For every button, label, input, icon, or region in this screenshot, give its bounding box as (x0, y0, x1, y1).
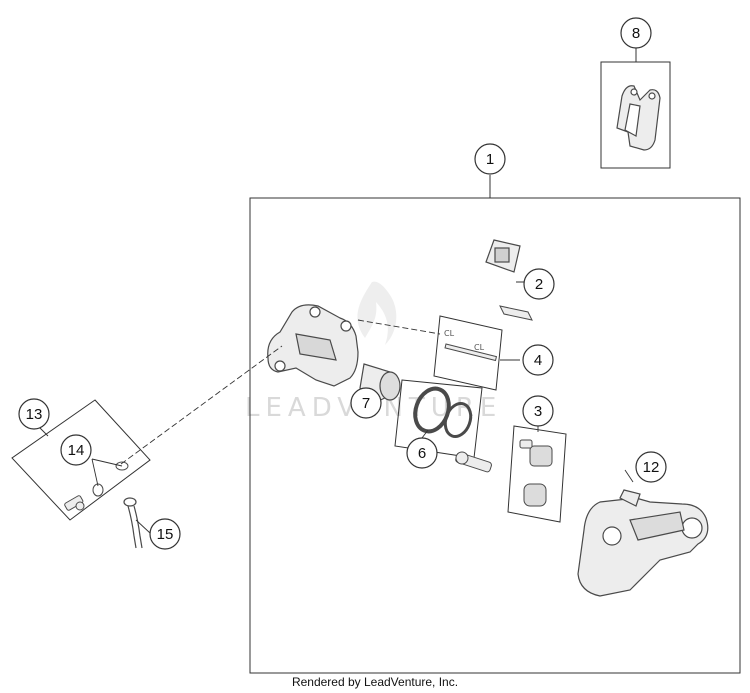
pad-spring-part (499, 305, 533, 321)
callout-3: 3 (522, 395, 554, 427)
rendered-by-footer: Rendered by LeadVenture, Inc. (292, 675, 458, 689)
callout-6: 6 (406, 437, 438, 469)
svg-text:CL: CL (444, 329, 455, 338)
svg-text:15: 15 (157, 526, 174, 543)
brake-pad-part (485, 239, 521, 273)
svg-text:2: 2 (535, 276, 543, 293)
callout-12: 12 (635, 451, 667, 483)
callout-15: 15 (149, 518, 181, 550)
hose-part (123, 497, 143, 549)
svg-text:7: 7 (362, 395, 370, 412)
kit-frame-13 (11, 399, 151, 521)
callout-1: 1 (474, 143, 506, 175)
kit-frame-4 (433, 315, 503, 391)
svg-text:12: 12 (643, 459, 660, 476)
svg-text:14: 14 (68, 442, 85, 459)
brake-caliper-part (267, 304, 359, 387)
callout-8: 8 (620, 17, 652, 49)
callout-13: 13 (18, 398, 50, 430)
bleeder-part (519, 439, 553, 507)
svg-text:3: 3 (534, 403, 542, 420)
slide-pin-part (455, 451, 492, 473)
watermark-logo (357, 281, 397, 345)
pad-bracket-part (616, 85, 661, 151)
svg-text:8: 8 (632, 25, 640, 42)
callout-14: 14 (60, 434, 92, 466)
caliper-bracket-part (577, 489, 709, 597)
callout-2: 2 (523, 268, 555, 300)
svg-text:1: 1 (486, 151, 494, 168)
washer-part (92, 461, 129, 497)
svg-text:CL: CL (474, 343, 485, 352)
banjo-bolt-part (64, 495, 85, 511)
assembly-frame-1 (249, 197, 741, 674)
kit-frame-3 (507, 425, 567, 523)
guide-pin-part: CL CL (444, 329, 498, 362)
leader-lines (91, 319, 634, 534)
svg-text:4: 4 (534, 352, 542, 369)
callout-7: 7 (350, 387, 382, 419)
callout-4: 4 (522, 344, 554, 376)
svg-text:6: 6 (418, 445, 426, 462)
seal-rings-part (413, 386, 473, 438)
svg-text:13: 13 (26, 406, 43, 423)
